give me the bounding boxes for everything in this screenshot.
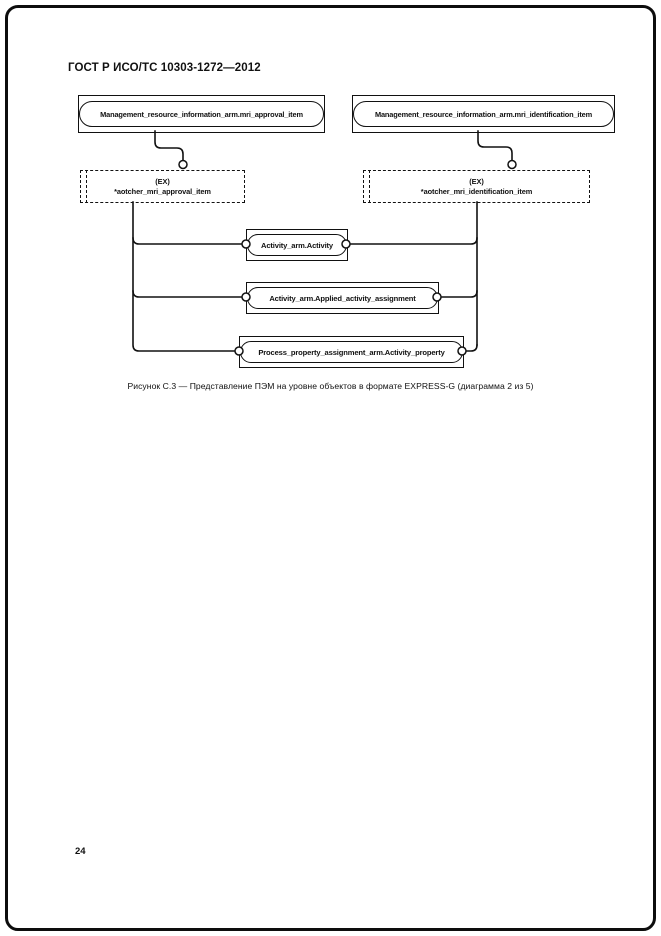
left-branch-2 bbox=[132, 290, 242, 298]
entity-label: Process_property_assignment_arm.Activity… bbox=[258, 347, 445, 357]
select-type-label: *aotcher_mri_identification_item bbox=[420, 186, 533, 196]
entity-label: Activity_arm.Activity bbox=[261, 240, 333, 250]
left-branch-1 bbox=[132, 237, 242, 245]
entity-label: Activity_arm.Applied_activity_assignment bbox=[269, 293, 416, 303]
standard-designation: ГОСТ Р ИСО/ТС 10303-1272—2012 bbox=[68, 62, 261, 74]
connector-identification bbox=[477, 130, 513, 161]
page-ref-box-mri-identification-item: Management_resource_information_arm.mri_… bbox=[352, 95, 615, 133]
page-ref-label: Management_resource_information_arm.mri_… bbox=[100, 109, 303, 119]
entity-box-activity-property: Process_property_assignment_arm.Activity… bbox=[239, 336, 464, 368]
entity-oval-activity-property: Process_property_assignment_arm.Activity… bbox=[240, 341, 463, 363]
page-ref-oval: Management_resource_information_arm.mri_… bbox=[79, 101, 324, 127]
page-ref-box-mri-approval-item: Management_resource_information_arm.mri_… bbox=[78, 95, 325, 133]
select-type-label: *aotcher_mri_approval_item bbox=[114, 186, 211, 196]
select-type-double-edge bbox=[86, 170, 87, 203]
select-type-box-mri-approval: (EX) *aotcher_mri_approval_item bbox=[80, 170, 245, 203]
extensible-tag: (EX) bbox=[469, 176, 484, 186]
page-ref-label: Management_resource_information_arm.mri_… bbox=[374, 109, 593, 119]
right-branch-3 bbox=[466, 344, 478, 352]
figure-caption: Рисунок С.3 — Представление ПЭМ на уровн… bbox=[127, 381, 534, 391]
page-border-frame bbox=[5, 5, 656, 931]
page-ref-oval: Management_resource_information_arm.mri_… bbox=[353, 101, 614, 127]
select-type-double-edge bbox=[369, 170, 370, 203]
entity-box-activity: Activity_arm.Activity bbox=[246, 229, 348, 261]
entity-oval-applied-activity-assignment: Activity_arm.Applied_activity_assignment bbox=[247, 287, 438, 309]
left-trunk bbox=[132, 201, 235, 352]
connector-approval bbox=[154, 130, 184, 161]
select-type-box-mri-identification: (EX) *aotcher_mri_identification_item bbox=[363, 170, 590, 203]
connection-circle bbox=[507, 159, 517, 170]
page-number: 24 bbox=[75, 846, 86, 857]
right-branch-2 bbox=[441, 290, 478, 298]
entity-oval-activity: Activity_arm.Activity bbox=[247, 234, 347, 256]
entity-box-applied-activity-assignment: Activity_arm.Applied_activity_assignment bbox=[246, 282, 439, 314]
right-branch-1 bbox=[350, 237, 478, 245]
extensible-tag: (EX) bbox=[155, 176, 170, 186]
connection-circle bbox=[178, 159, 188, 170]
